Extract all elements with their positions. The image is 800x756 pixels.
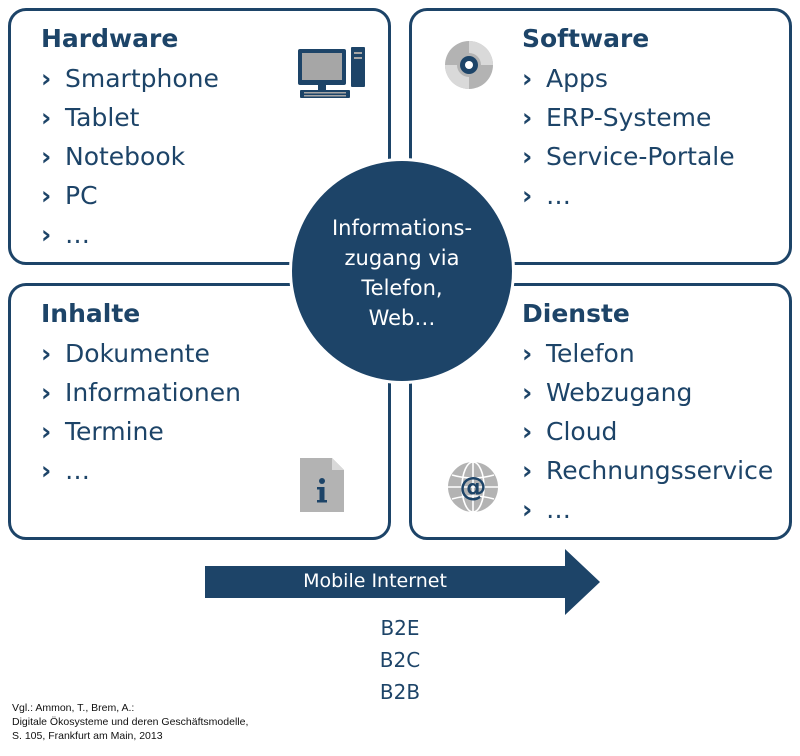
list-item: ›Webzugang xyxy=(522,378,693,407)
dienste-card: Dienste ›Telefon ›Webzugang ›Cloud ›Rech… xyxy=(409,283,792,540)
list-item: ›Smartphone xyxy=(41,64,219,93)
arrow-label: Mobile Internet xyxy=(303,570,447,592)
list-item: ›Service-Portale xyxy=(522,142,735,171)
svg-text:@: @ xyxy=(460,472,487,503)
list-item: ›Tablet xyxy=(41,103,140,132)
dienste-list: ›Telefon ›Webzugang ›Cloud ›Rechnungsser… xyxy=(522,334,773,529)
dienste-title: Dienste xyxy=(522,299,630,328)
list-item: ›Informationen xyxy=(41,378,241,407)
list-item: ›Apps xyxy=(522,64,608,93)
list-item: ›… xyxy=(522,495,571,524)
b2e-label: B2E xyxy=(380,616,420,640)
info-document-icon xyxy=(300,458,344,512)
list-item: ›Telefon xyxy=(522,339,635,368)
center-circle: Informations- zugang via Telefon, Web… xyxy=(289,158,515,384)
inhalte-list: ›Dokumente ›Informationen ›Termine ›… xyxy=(41,334,241,490)
list-item: ›… xyxy=(41,220,90,249)
hardware-card: Hardware ›Smartphone ›Tablet ›Notebook ›… xyxy=(8,8,391,265)
at-globe-icon: @ xyxy=(448,461,498,513)
list-item: ›Cloud xyxy=(522,417,618,446)
hardware-list: ›Smartphone ›Tablet ›Notebook ›PC ›… xyxy=(41,59,219,254)
source-citation: Vgl.: Ammon, T., Brem, A.: Digitale Ökos… xyxy=(12,702,249,742)
inhalte-title: Inhalte xyxy=(41,299,141,328)
software-list: ›Apps ›ERP-Systeme ›Service-Portale ›… xyxy=(522,59,735,215)
list-item: ›… xyxy=(41,456,90,485)
software-title: Software xyxy=(522,24,650,53)
list-item: ›Termine xyxy=(41,417,164,446)
b2b-label: B2B xyxy=(379,680,421,704)
cd-disc-icon xyxy=(445,41,493,89)
list-item: ›Rechnungsservice xyxy=(522,456,774,485)
list-item: ›ERP-Systeme xyxy=(522,103,712,132)
list-item: ›Dokumente xyxy=(41,339,210,368)
center-text: Informations- zugang via Telefon, Web… xyxy=(331,216,473,330)
business-model-labels: B2E B2C B2B xyxy=(360,612,440,708)
list-item: ›Notebook xyxy=(41,142,186,171)
mobile-internet-arrow xyxy=(205,549,600,615)
list-item: ›PC xyxy=(41,181,98,210)
list-item: ›… xyxy=(522,181,571,210)
b2c-label: B2C xyxy=(379,648,421,672)
computer-icon xyxy=(298,47,365,98)
hardware-title: Hardware xyxy=(41,24,179,53)
